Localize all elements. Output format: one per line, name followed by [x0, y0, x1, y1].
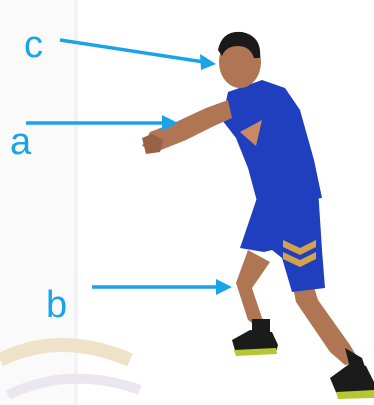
left-shoe [232, 330, 278, 354]
watermark-arc [0, 338, 133, 367]
watermark-arc-2 [5, 373, 142, 400]
shorts-stripe-2 [283, 252, 316, 267]
arrow-a-head [162, 115, 178, 131]
left-gray-panel-inner [0, 0, 74, 405]
right-shoe [330, 362, 374, 398]
shorts [240, 188, 325, 292]
left-shoe-sole [234, 348, 277, 356]
arrow-c-head [200, 54, 216, 70]
jersey-opening [240, 120, 262, 146]
jersey [222, 80, 322, 205]
right-shoe-sole [336, 390, 374, 399]
label-c: c [24, 24, 43, 66]
arrow-c-shaft [59, 38, 205, 64]
label-b: b [46, 284, 68, 326]
shorts-stripe-1 [283, 240, 316, 255]
label-a: a [10, 121, 32, 163]
hands [142, 134, 164, 154]
hair [218, 31, 261, 58]
arms [142, 100, 232, 152]
left-leg [236, 250, 270, 326]
arrow-b-head [216, 279, 232, 295]
left-sock [252, 319, 270, 333]
